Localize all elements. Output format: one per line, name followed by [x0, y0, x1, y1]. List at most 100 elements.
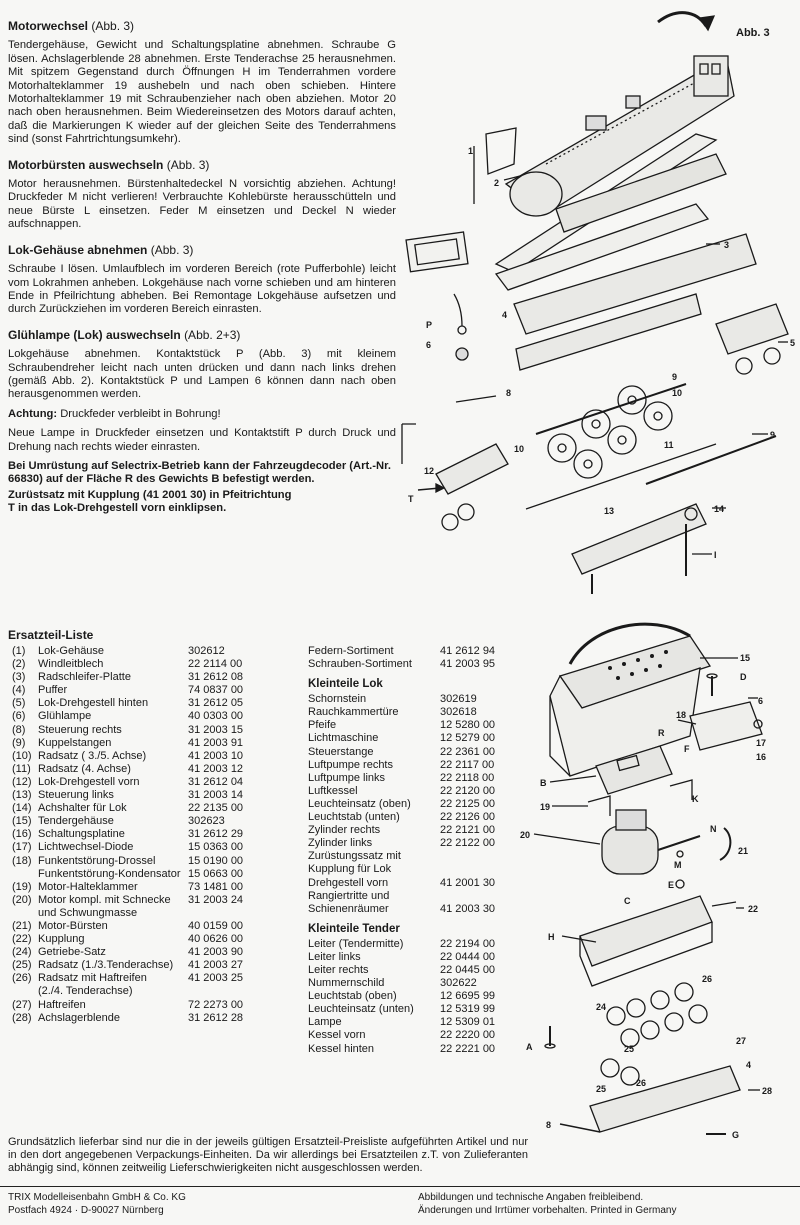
section-body-lokgehaeuse: Schraube I lösen. Umlaufblech im vordere… [8, 263, 396, 316]
figure-ref: (Abb. 3) [166, 157, 210, 172]
part-index: (15) [12, 815, 32, 828]
callout-22: 22 [748, 904, 758, 914]
part-name: Lok-Drehgestell hinten [38, 697, 149, 710]
selectrix-note: Bei Umrüstung auf Selectrix-Betrieb kann… [8, 459, 391, 486]
company-name: TRIX Modelleisenbahn GmbH & Co. KG [8, 1192, 186, 1203]
callout-5: 5 [790, 338, 795, 348]
callout-4b: 4 [746, 1060, 751, 1070]
part-name: Lok-Drehgestell vorn [38, 775, 140, 788]
part-name: Nummernschild [308, 977, 385, 990]
part-name: Kuppelstangen [38, 736, 112, 749]
caution-text: Druckfeder verbleibt in Bohrung! [60, 407, 221, 420]
part-name: Glühlampe [38, 710, 92, 723]
part-number: 31 2612 28 [188, 1011, 244, 1024]
section-body-gluehlampe-2: Neue Lampe in Druckfeder einsetzen und K… [8, 427, 396, 453]
parts-list-title: Ersatzteil-Liste [8, 628, 94, 642]
part-name: Leuchteinsatz (oben) [308, 797, 411, 810]
part-index: (3) [12, 671, 26, 684]
callout-15: 15 [740, 653, 750, 663]
part-number: 41 2003 10 [188, 749, 244, 762]
company-postbox: Postfach 4924 · D-90027 Nürnberg [8, 1204, 164, 1216]
part-name: Lichtmaschine [308, 732, 379, 745]
parts-row: Leuchteinsatz (unten)12 5319 99 [308, 1003, 518, 1016]
callout-14: 14 [714, 504, 724, 514]
part-name: Windleitblech [38, 658, 104, 671]
part-name: Radschleifer-Platte [38, 671, 131, 684]
part-name: Zylinder rechts [308, 824, 381, 837]
part-number: 22 2118 00 [440, 771, 495, 784]
part-index: (16) [12, 828, 32, 841]
part-name: Schienenräumer [308, 902, 389, 915]
part-index: (2) [12, 658, 26, 671]
parts-row: Schrauben-Sortiment 41 2003 95 [308, 658, 518, 671]
part-number: 12 5319 99 [440, 1003, 496, 1016]
part-number: 22 2122 00 [440, 837, 496, 850]
part-number: 31 2612 05 [188, 697, 244, 710]
callout-21: 21 [738, 846, 748, 856]
part-name: Federn-Sortiment [308, 645, 394, 657]
part-number: 22 2135 00 [188, 802, 244, 815]
part-number: 31 2003 15 [188, 723, 244, 736]
figure-ref: (Abb. 2+3) [184, 327, 241, 342]
part-number: 74 0837 00 [188, 684, 244, 697]
part-number: 41 2003 12 [188, 762, 244, 775]
callout-2: 2 [494, 178, 499, 188]
part-name: Rangiertritte und [308, 889, 390, 902]
section-body-gluehlampe: Lokgehäuse abnehmen. Kontaktstück P (Abb… [8, 348, 396, 401]
part-number: 41 2003 95 [440, 658, 496, 671]
part-number: 22 2125 00 [440, 797, 496, 810]
callout-17: 17 [756, 738, 766, 748]
part-name: Kupplung [38, 933, 85, 946]
part-index: (9) [12, 736, 26, 749]
part-number: 41 2612 94 [440, 645, 496, 657]
parts-row: Luftpumpe rechts 22 2117 00 [308, 759, 518, 772]
part-name: Schornstein [308, 693, 367, 706]
part-number [440, 850, 518, 863]
part-name: (2./4. Tenderachse) [38, 985, 133, 998]
part-name: Lichtwechsel-Diode [38, 841, 134, 854]
callout-f: F [684, 744, 690, 754]
callout-11: 11 [664, 440, 674, 450]
parts-row: Kupplung für Lok [308, 863, 518, 876]
part-number: 22 2117 00 [440, 758, 495, 771]
part-number: 302623 [188, 815, 225, 828]
callout-r: R [658, 728, 665, 738]
title-text: Motorbürsten auswechseln [8, 157, 164, 172]
part-name: Puffer [38, 684, 68, 697]
part-number: 41 2003 90 [188, 946, 244, 959]
callout-8: 8 [506, 388, 511, 398]
part-number: 15 0363 00 [188, 841, 244, 854]
part-name: Zurüstungssatz mit [308, 850, 401, 863]
callout-3: 3 [724, 240, 729, 250]
section-title-lokgehaeuse: Lok-Gehäuse abnehmen (Abb. 3) [8, 242, 396, 257]
callout-6b: 6 [758, 696, 763, 706]
figure-ref: (Abb. 3) [150, 242, 194, 257]
part-number: 31 2612 29 [188, 828, 244, 841]
part-name: Schrauben-Sortiment [308, 658, 412, 671]
part-number: 41 2001 30 [440, 876, 496, 889]
part-index: (24) [12, 946, 32, 959]
part-index: (22) [12, 933, 32, 946]
part-index: (19) [12, 880, 32, 893]
part-name: Luftpumpe rechts [308, 758, 393, 771]
callout-8b: 8 [546, 1120, 551, 1130]
kit-note-2: T in das Lok-Drehgestell vorn einklipsen… [8, 502, 227, 515]
parts-row: Leuchtstab (unten)22 2126 00 [308, 811, 518, 824]
availability-note: Grundsätzlich lieferbar sind nur die in … [8, 1136, 528, 1175]
callout-t: T [408, 494, 414, 504]
